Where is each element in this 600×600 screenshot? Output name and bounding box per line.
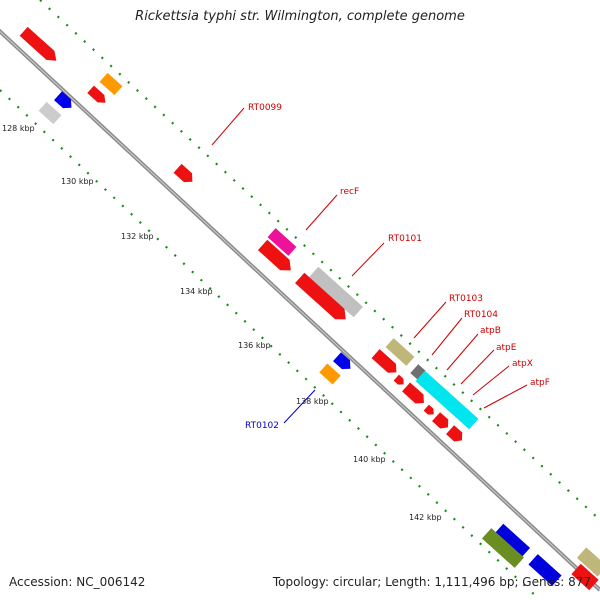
leader-atpE [460,349,495,385]
inner-ring-genes [38,85,599,591]
genome-backbone [0,28,600,592]
scale-label: 138 kbp [296,397,329,406]
scale-label: 128 kbp [2,124,35,133]
scale-label: 140 kbp [353,455,386,464]
gene-block[interactable] [333,352,354,373]
gene-block[interactable] [481,528,525,568]
scale-label: 132 kbp [121,232,154,241]
gene-block[interactable] [385,338,415,366]
gene-label-RT0103[interactable]: RT0103 [449,294,483,304]
gene-block[interactable] [432,412,452,432]
gene-block[interactable] [446,425,466,445]
scale-label: 130 kbp [61,177,94,186]
leader-atpB [446,333,479,371]
gene-block[interactable] [19,26,61,65]
gene-block[interactable] [423,404,437,418]
genome-summary-text: Topology: circular; Length: 1,111,496 bp… [272,575,591,589]
gene-block[interactable] [371,349,401,377]
gene-block[interactable] [319,363,341,385]
leader-recF [305,194,338,231]
leader-atpX [472,365,510,396]
gene-block[interactable] [493,523,531,559]
leader-RT0103 [413,301,447,339]
outer-dotted-track [39,0,600,521]
gene-block[interactable] [99,72,123,96]
gene-block[interactable] [267,228,297,256]
accession-text: Accession: NC_006142 [9,575,146,589]
gene-block[interactable] [87,85,109,107]
scale-label: 136 kbp [238,341,271,350]
outer-ring-genes [19,26,600,577]
leader-atpF [483,384,528,409]
gene-block[interactable] [54,91,75,112]
gene-block[interactable] [38,101,62,125]
scale-label: 134 kbp [180,287,213,296]
scale-label: 142 kbp [409,513,442,522]
leader-RT0101 [351,242,385,277]
gene-block[interactable] [393,374,407,388]
gene-block[interactable] [257,239,296,276]
gene-block[interactable] [295,272,350,325]
gene-label-atpX[interactable]: atpX [512,359,533,369]
gene-label-RT0104[interactable]: RT0104 [464,310,498,320]
gene-label-atpB[interactable]: atpB [480,326,501,336]
gene-label-RT0099[interactable]: RT0099 [248,103,282,113]
gene-label-RT0101[interactable]: RT0101 [388,234,422,244]
gene-label-atpE[interactable]: atpE [496,343,517,353]
gene-block[interactable] [415,370,479,430]
gene-block[interactable] [528,554,562,586]
gene-block[interactable] [571,563,599,591]
label-leaders [211,107,528,424]
gene-label-atpF[interactable]: atpF [530,378,550,388]
leader-RT0099 [211,107,245,146]
map-title: Rickettsia typhi str. Wilmington, comple… [135,9,465,24]
gene-label-recF[interactable]: recF [340,187,359,197]
gene-block[interactable] [410,364,426,380]
leader-RT0104 [431,317,463,356]
scale-labels: 128 kbp 130 kbp 132 kbp 134 kbp 136 kbp … [2,124,442,522]
gene-label-RT0102[interactable]: RT0102 [245,421,279,431]
gene-labels: RT0099 recF RT0101 RT0103 RT0104 atpB at… [245,103,550,431]
backbone-line [0,28,600,592]
gene-block[interactable] [309,266,363,318]
gene-block[interactable] [173,163,197,186]
leader-RT0102 [283,389,316,424]
backbone-highlight [0,30,600,591]
gene-block[interactable] [402,382,428,408]
